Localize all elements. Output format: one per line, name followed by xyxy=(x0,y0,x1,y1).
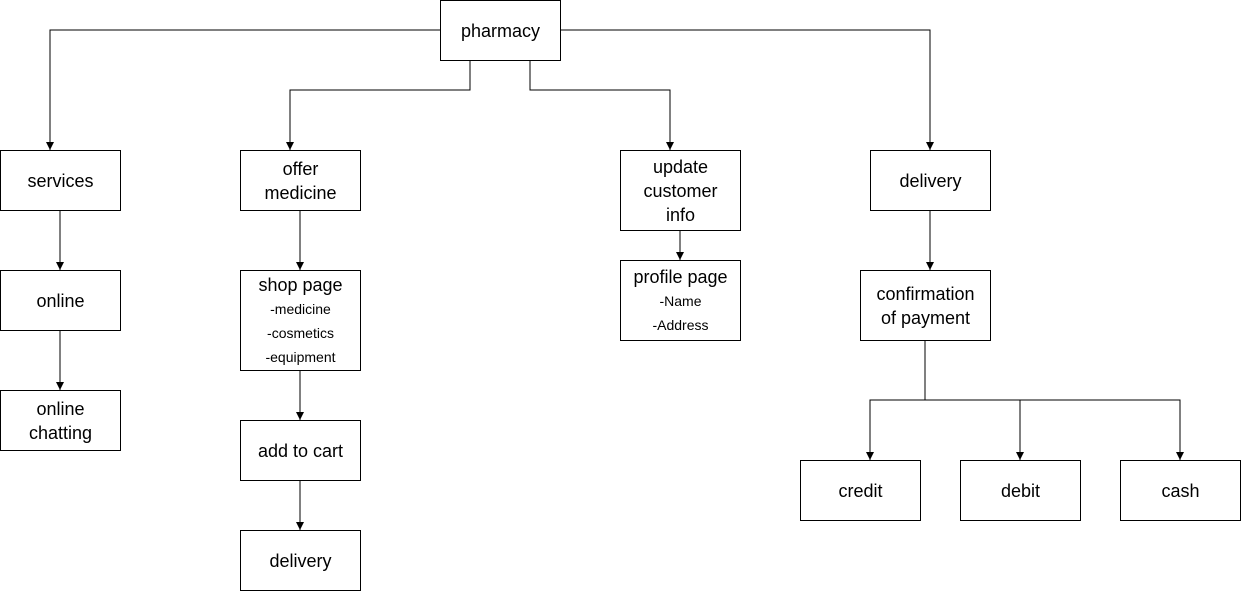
node-confirmation-of-payment-label-2: of payment xyxy=(880,307,971,328)
node-confirmation-of-payment: confirmation of payment xyxy=(860,270,991,341)
edge-pharmacy-delivery xyxy=(561,29,934,150)
node-online-chatting-label-2: chatting xyxy=(28,422,93,443)
node-profile-page: profile page -Name -Address xyxy=(620,260,741,341)
node-debit: debit xyxy=(960,460,1081,521)
node-shop-page-item-cosmetics: -cosmetics xyxy=(267,324,334,341)
node-shop-page: shop page -medicine -cosmetics -equipmen… xyxy=(240,270,361,371)
node-shop-page-item-equipment: -equipment xyxy=(265,348,336,365)
node-profile-page-item-name: -Name xyxy=(659,292,702,309)
node-debit-label: debit xyxy=(1000,480,1041,501)
node-online-chatting-label-1: online xyxy=(36,398,85,419)
node-delivery-left-label: delivery xyxy=(269,550,332,571)
node-delivery-left: delivery xyxy=(240,530,361,591)
edge-pharmacy-services xyxy=(46,29,440,150)
node-add-to-cart: add to cart xyxy=(240,420,361,481)
node-profile-page-item-address: -Address xyxy=(652,316,709,333)
node-update-customer-info-label-3: info xyxy=(665,204,696,225)
node-pharmacy-label: pharmacy xyxy=(460,20,541,41)
node-offer-medicine: offer medicine xyxy=(240,150,361,211)
node-services: services xyxy=(0,150,121,211)
node-offer-medicine-label-1: offer xyxy=(282,158,319,179)
node-online: online xyxy=(0,270,121,331)
node-shop-page-title: shop page xyxy=(258,274,343,295)
edge-confirmation-of-payment-cash xyxy=(1020,399,1184,460)
node-update-customer-info-label-2: customer xyxy=(643,180,718,201)
edge-pharmacy-offer-medicine xyxy=(286,61,471,150)
node-delivery-right: delivery xyxy=(870,150,991,211)
node-online-label: online xyxy=(36,290,85,311)
node-update-customer-info: update customer info xyxy=(620,150,741,231)
node-shop-page-item-medicine: -medicine xyxy=(270,300,331,317)
edge-pharmacy-update-customer-info xyxy=(529,61,674,150)
node-delivery-right-label: delivery xyxy=(899,170,962,191)
node-profile-page-title: profile page xyxy=(633,266,728,287)
node-cash: cash xyxy=(1120,460,1241,521)
node-add-to-cart-label: add to cart xyxy=(257,440,344,461)
edge-confirmation-of-payment-debit xyxy=(925,399,1024,460)
edge-confirmation-of-payment-credit xyxy=(866,341,926,460)
node-pharmacy: pharmacy xyxy=(440,0,561,61)
node-services-label: services xyxy=(27,170,94,191)
node-confirmation-of-payment-label-1: confirmation xyxy=(876,283,975,304)
node-credit: credit xyxy=(800,460,921,521)
node-credit-label: credit xyxy=(838,480,883,501)
node-offer-medicine-label-2: medicine xyxy=(264,182,337,203)
node-online-chatting: online chatting xyxy=(0,390,121,451)
node-cash-label: cash xyxy=(1161,480,1200,501)
node-update-customer-info-label-1: update xyxy=(652,156,709,177)
